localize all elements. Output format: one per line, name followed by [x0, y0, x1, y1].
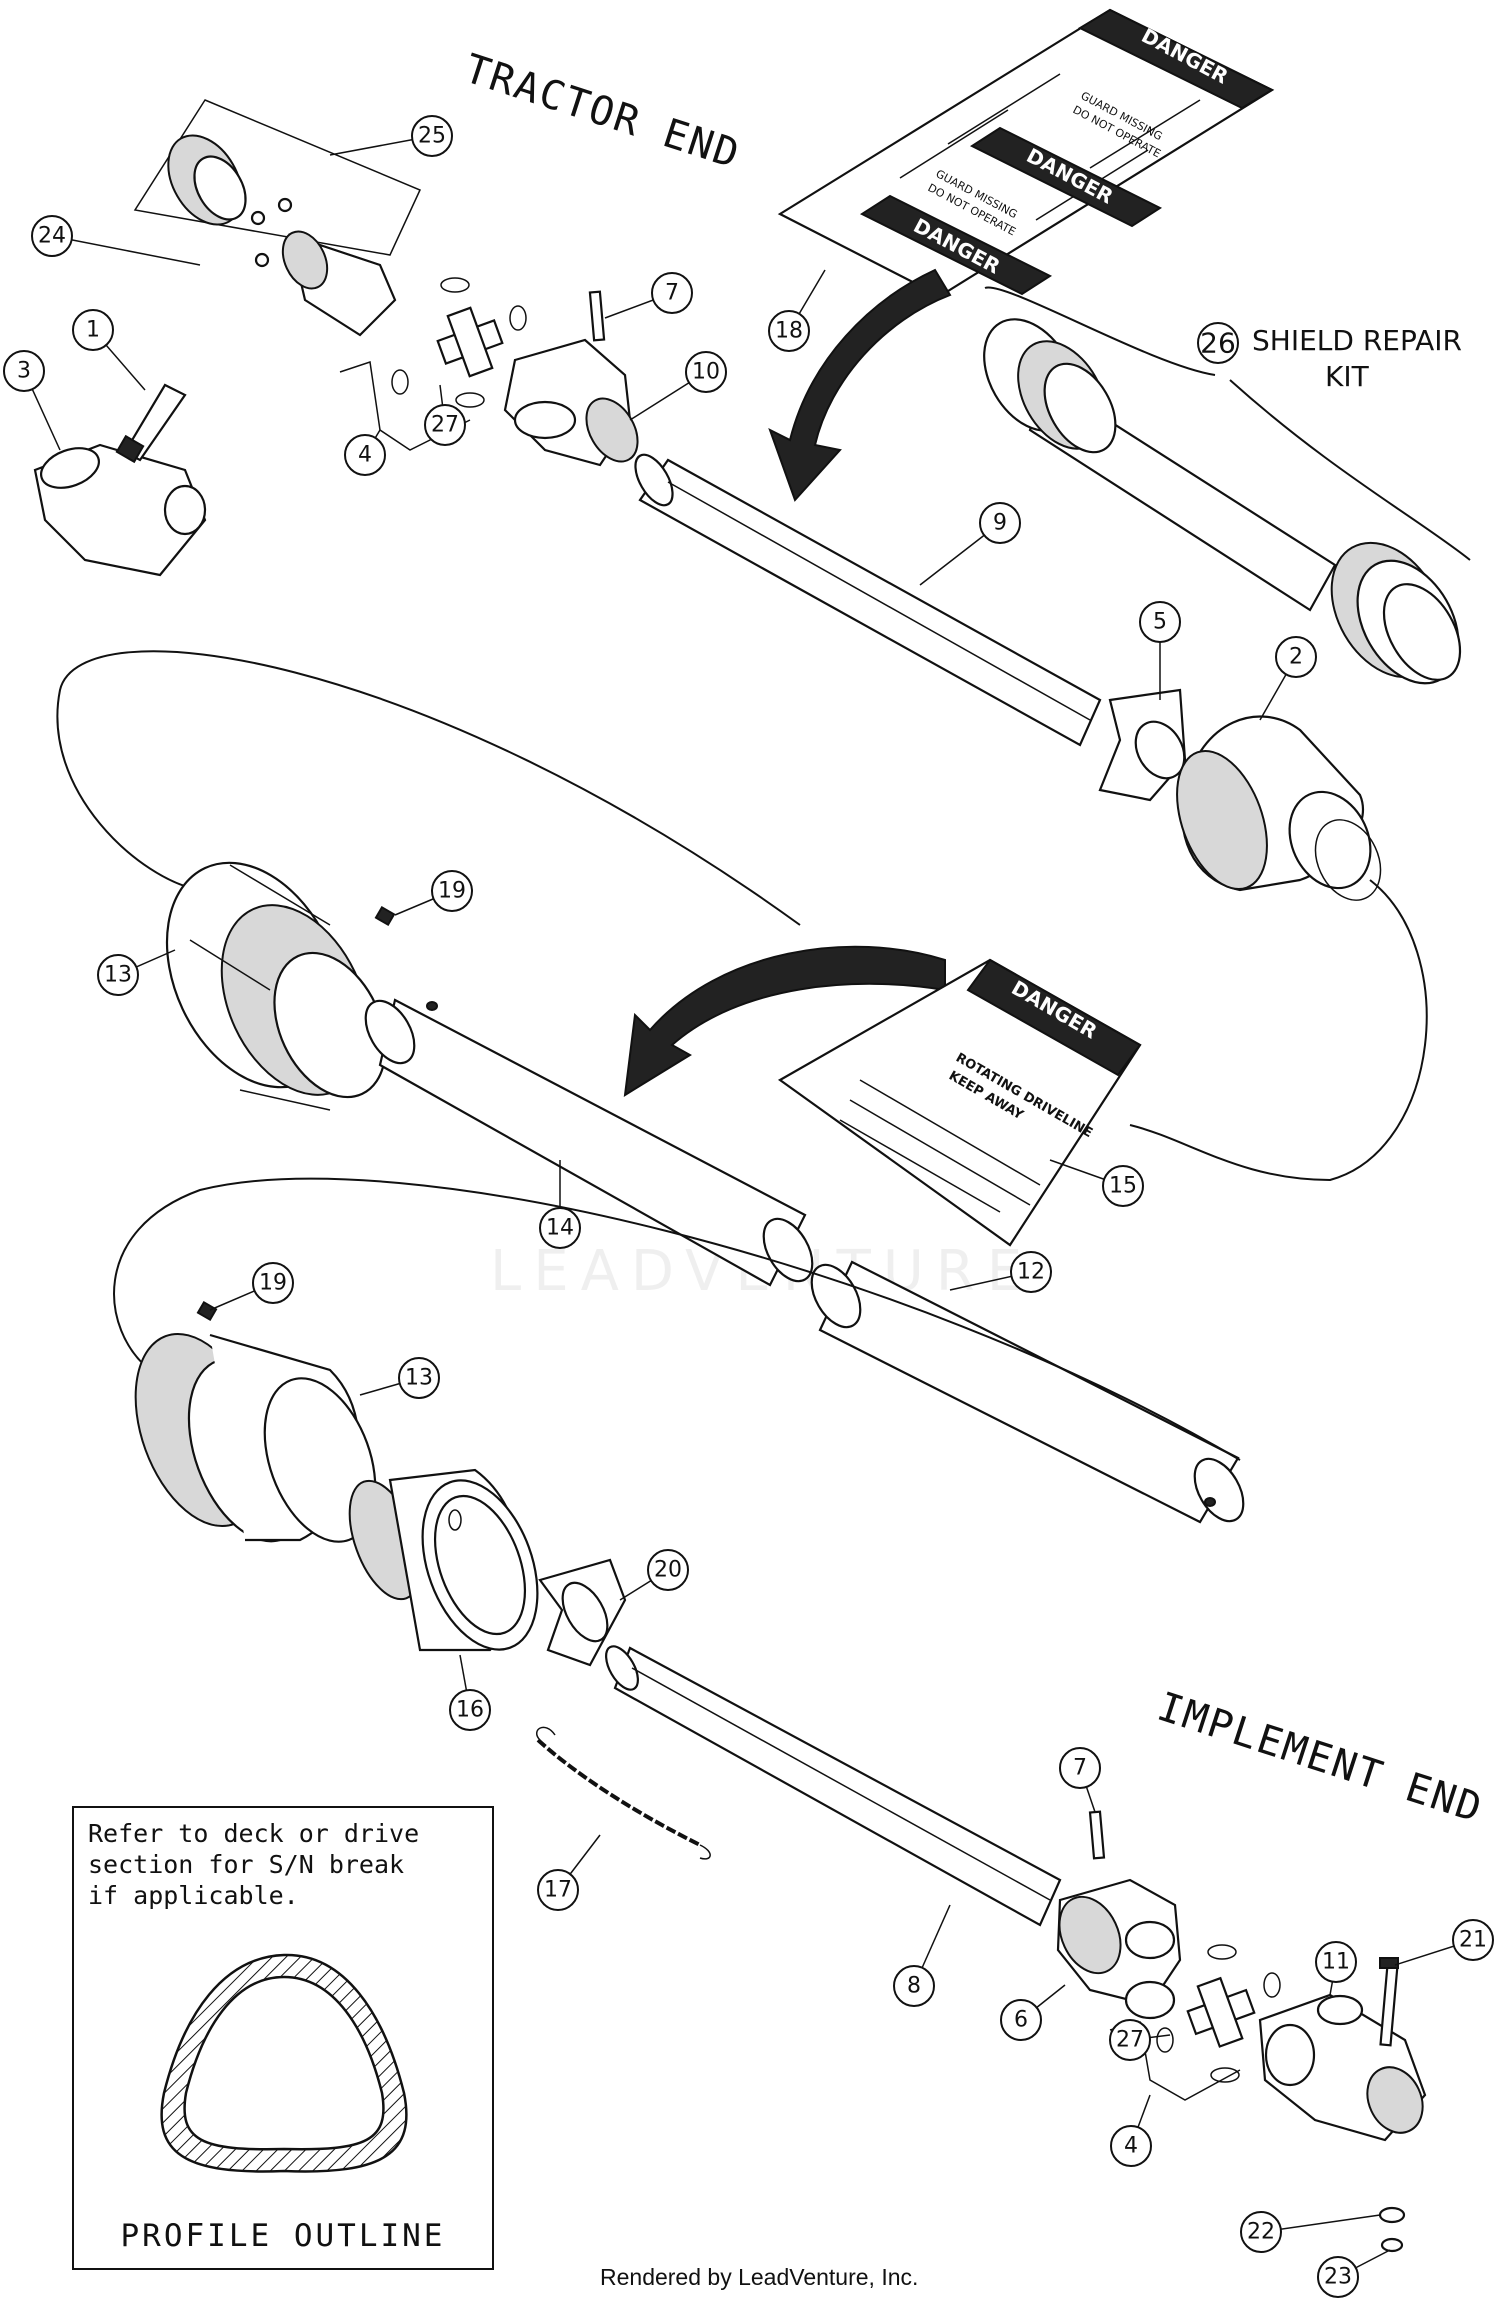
callout-14: 14 — [546, 1216, 574, 1241]
callout-circle-25 — [411, 115, 453, 157]
tractor-end-title: TRACTOR END — [459, 46, 746, 178]
outer-shield-13-bottom — [134, 1300, 377, 1543]
callout-8: 8 — [907, 1974, 921, 1999]
profile-outline-caption: PROFILE OUTLINE — [120, 2218, 446, 2254]
callout-circle-20 — [647, 1549, 689, 1591]
callout-circle-18 — [768, 310, 810, 352]
callout-circle-14 — [539, 1207, 581, 1249]
outer-cone-2 — [1176, 715, 1382, 901]
inner-cone-16 — [348, 1468, 539, 1652]
shield-repair-kit-line2: KIT — [1325, 360, 1370, 393]
callout-circle-13 — [398, 1357, 440, 1399]
callout-19: 19 — [259, 1271, 287, 1296]
callout-circle-12 — [1010, 1251, 1052, 1293]
callout-circle-17 — [537, 1869, 579, 1911]
callout-24: 24 — [38, 224, 66, 249]
callout-circle-2 — [1275, 636, 1317, 678]
footer-credit: Rendered by LeadVenture, Inc. — [600, 2264, 919, 2290]
callout-22: 22 — [1247, 2220, 1275, 2245]
outer-tube-14 — [364, 998, 814, 1287]
safety-chain-17 — [535, 1726, 711, 1860]
bearing-20 — [538, 1558, 627, 1667]
outer-shield-13-top — [165, 861, 396, 1111]
callout-circle-8 — [893, 1965, 935, 2007]
callout-16: 16 — [456, 1698, 484, 1723]
tractor-end-yoke-assembly — [33, 99, 639, 577]
callout-7: 7 — [665, 281, 679, 306]
inner-tube-12 — [810, 1260, 1245, 1524]
callout-circle-19 — [252, 1262, 294, 1304]
callout-circle-15 — [1102, 1165, 1144, 1207]
callout-circle-22 — [1240, 2211, 1282, 2253]
callout-circle-27 — [424, 404, 466, 446]
callout-27: 27 — [431, 413, 459, 438]
callout-20: 20 — [654, 1558, 682, 1583]
install-arrow-top — [768, 268, 952, 502]
implement-end-yoke-assembly — [1056, 1810, 1427, 2253]
callout-leader-24 — [51, 235, 201, 266]
callout-15: 15 — [1109, 1174, 1137, 1199]
callouts: 1234579101314151819242527121319161720786… — [3, 115, 1494, 2298]
danger-decal-rotating-driveline: DANGER ROTATING DRIVELINE KEEP AWAY — [777, 958, 1142, 1247]
callout-circle-10 — [685, 351, 727, 393]
callout-circle-9 — [979, 502, 1021, 544]
implement-end-title: IMPLEMENT END — [1152, 1684, 1489, 1833]
callout-4: 4 — [1124, 2134, 1138, 2159]
callout-10: 10 — [692, 360, 720, 385]
callout-18: 18 — [775, 319, 803, 344]
callout-circle-5 — [1139, 601, 1181, 643]
callout-circle-23 — [1317, 2256, 1359, 2298]
callout-26: 26 — [1200, 327, 1236, 360]
callout-circle-16 — [449, 1689, 491, 1731]
callout-11: 11 — [1322, 1950, 1350, 1975]
callout-13: 13 — [405, 1366, 433, 1391]
guard-outline-lower — [113, 1177, 1241, 1461]
callout-circle-13 — [97, 954, 139, 996]
inner-shaft-8 — [605, 1645, 1062, 1927]
callout-circle-4 — [344, 434, 386, 476]
bearing-5 — [1098, 688, 1187, 802]
callout-7: 7 — [1073, 1756, 1087, 1781]
note-text: Refer to deck or drive section for S/N b… — [88, 1819, 420, 1910]
install-arrow-middle — [623, 945, 946, 1097]
guard-outline-right — [1129, 879, 1428, 1182]
callout-27: 27 — [1116, 2028, 1144, 2053]
callout-25: 25 — [418, 124, 446, 149]
callout-23: 23 — [1324, 2265, 1352, 2290]
callout-17: 17 — [544, 1878, 572, 1903]
danger-decal-guard-missing: DANGER DANGER DANGER GUARD MISSING DO NO… — [777, 8, 1275, 298]
callout-circle-4 — [1110, 2125, 1152, 2167]
callout-circle-19 — [431, 870, 473, 912]
shield-repair-kit — [983, 286, 1471, 685]
callout-circle-1 — [72, 309, 114, 351]
callout-circle-7 — [1059, 1747, 1101, 1789]
guard-outline-top — [56, 650, 801, 926]
callout-circle-26 — [1197, 322, 1239, 364]
callout-13: 13 — [104, 963, 132, 988]
callout-2: 2 — [1289, 645, 1303, 670]
callout-circle-3 — [3, 350, 45, 392]
callout-5: 5 — [1153, 610, 1167, 635]
callout-21: 21 — [1459, 1928, 1487, 1953]
callout-4: 4 — [358, 443, 372, 468]
callout-1: 1 — [86, 318, 100, 343]
callout-circle-7 — [651, 272, 693, 314]
callout-circle-24 — [31, 215, 73, 257]
profile-outline-drawing — [160, 1953, 408, 2173]
callout-9: 9 — [993, 511, 1007, 536]
callout-12: 12 — [1017, 1260, 1045, 1285]
profile-outline-note: Refer to deck or drive section for S/N b… — [72, 1806, 494, 2270]
callout-circle-6 — [1000, 1999, 1042, 2041]
inner-shaft-9 — [634, 453, 1102, 747]
callout-6: 6 — [1014, 2008, 1028, 2033]
callout-19: 19 — [438, 879, 466, 904]
shield-repair-kit-line1: SHIELD REPAIR — [1252, 324, 1462, 357]
callout-circle-11 — [1315, 1941, 1357, 1983]
callout-circle-21 — [1452, 1919, 1494, 1961]
callout-circle-27 — [1109, 2019, 1151, 2061]
callout-3: 3 — [17, 359, 31, 384]
